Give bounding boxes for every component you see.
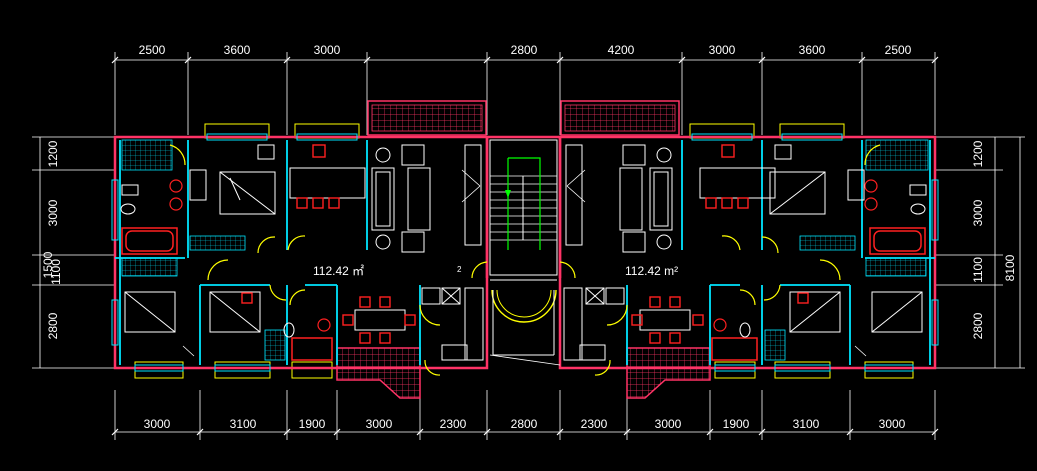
bathroom-tiles	[121, 139, 929, 361]
chairs	[241, 144, 809, 344]
left-dimension-labels: 1200 3000 1500 1100 2800	[41, 140, 63, 339]
area-label-right: 112.42 m²	[625, 264, 678, 278]
area-label-left: 112.42 ㎡	[313, 264, 364, 278]
bathtubs	[121, 227, 926, 361]
exterior-walls	[113, 135, 937, 370]
dim-bottom-3: 1900	[299, 417, 326, 431]
top-balconies	[204, 100, 845, 139]
dim-top-1: 2500	[139, 43, 166, 57]
dimension-ticks	[111, 56, 939, 436]
dim-top-7: 3600	[799, 43, 826, 57]
top-dimension-labels: 2500 3600 3000 2800 4200 3000 3600 2500	[139, 43, 912, 57]
dim-top-6: 3000	[709, 43, 736, 57]
dim-right-3: 1100	[971, 257, 985, 283]
living-room-furniture	[371, 144, 673, 253]
interior-walls	[115, 140, 935, 365]
dim-bottom-2: 3100	[230, 417, 257, 431]
dim-bottom-9: 1900	[723, 417, 750, 431]
dim-bottom-8: 3000	[655, 417, 682, 431]
dim-bottom-5: 2300	[440, 417, 467, 431]
bottom-dimension-labels: 3000 3100 1900 3000 2300 2800 2300 3000 …	[144, 417, 906, 431]
dim-bottom-11: 3000	[879, 417, 906, 431]
dim-top-5: 4200	[608, 43, 635, 57]
toilets	[120, 184, 927, 338]
stair-mark-label: 2	[457, 265, 462, 274]
dim-left-5: 2800	[46, 312, 60, 339]
dim-top-2: 3600	[224, 43, 251, 57]
wardrobe-lines	[182, 169, 867, 366]
dim-bottom-10: 3100	[793, 417, 820, 431]
dim-right-2: 3000	[971, 199, 985, 226]
right-dimension-labels: 1200 3000 1100 2800 8100	[971, 140, 1017, 339]
dim-left-3: 1500	[41, 251, 55, 278]
dim-right-4: 2800	[971, 312, 985, 339]
dim-top-4: 2800	[511, 43, 538, 57]
beds	[124, 171, 923, 333]
dim-bottom-7: 2300	[581, 417, 608, 431]
dim-right-1: 1200	[971, 140, 985, 167]
dim-bottom-1: 3000	[144, 417, 171, 431]
dim-left-4: 1100	[49, 259, 63, 285]
kitchen-units	[421, 287, 625, 361]
windows	[111, 133, 939, 372]
dim-left-2: 3000	[46, 199, 60, 226]
dim-top-3: 3000	[314, 43, 341, 57]
doors	[169, 144, 881, 376]
staircase	[489, 139, 558, 356]
stair-walls	[485, 135, 562, 278]
dim-right-total: 8100	[1003, 254, 1017, 281]
dim-bottom-6: 2800	[511, 417, 538, 431]
dim-bottom-4: 3000	[366, 417, 393, 431]
bottom-balconies	[134, 347, 914, 399]
dim-top-8: 2500	[885, 43, 912, 57]
fixtures	[169, 179, 878, 332]
dim-left-1: 1200	[46, 140, 60, 167]
